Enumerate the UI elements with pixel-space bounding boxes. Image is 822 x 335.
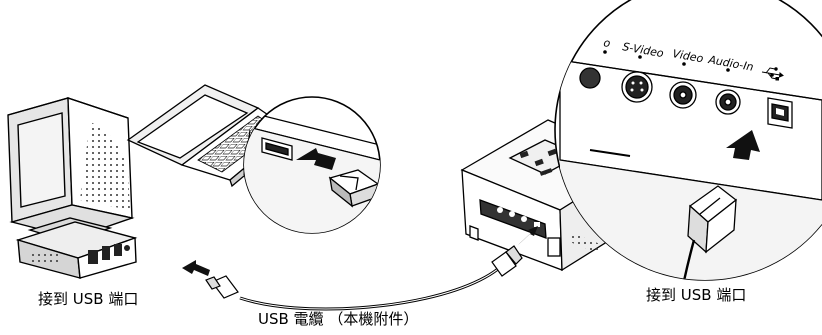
computer-direction-arrow xyxy=(182,260,210,276)
insert-arrow-left xyxy=(296,148,336,170)
crt-monitor xyxy=(7,97,135,243)
video-port xyxy=(669,81,697,109)
insert-arrow-right xyxy=(726,130,760,160)
usb-icon xyxy=(761,67,784,81)
cable-plug-computer xyxy=(205,275,239,299)
s-video-port xyxy=(621,71,653,103)
projector-port-arrow xyxy=(518,226,538,245)
port-label-video: Video xyxy=(671,47,704,65)
audio-in-port xyxy=(715,89,741,115)
desktop-base-unit xyxy=(15,221,138,279)
usb-plug-b xyxy=(678,185,738,280)
computer-port-label: 接到 USB 端口 xyxy=(38,290,139,308)
usb-cable xyxy=(205,245,523,311)
projector-usb-port-magnifier xyxy=(554,0,822,281)
port-label-partial: o xyxy=(602,36,611,50)
projector-port-label: 接到 USB 端口 xyxy=(646,286,747,304)
usb-b-port xyxy=(767,97,793,129)
cable-plug-projector xyxy=(491,245,523,277)
desktop-computer xyxy=(7,97,138,279)
computer-usb-port-magnifier xyxy=(243,96,381,234)
cable-label: USB 電纜 （本機附件） xyxy=(258,310,419,328)
laptop-usb-socket xyxy=(261,137,293,161)
